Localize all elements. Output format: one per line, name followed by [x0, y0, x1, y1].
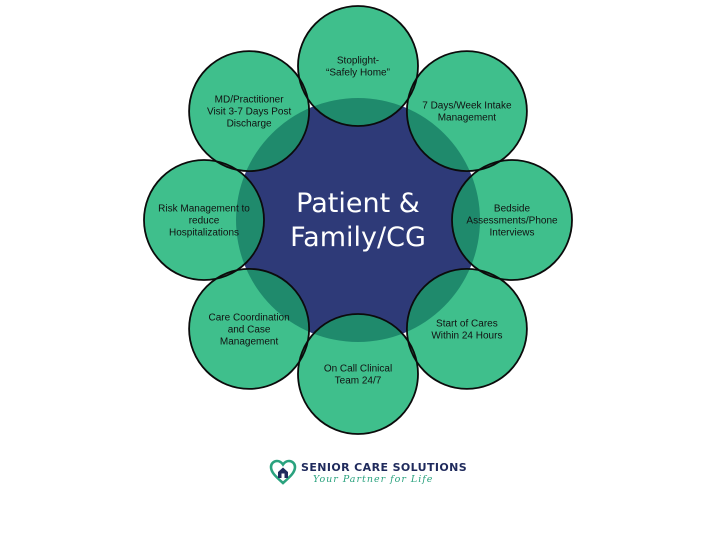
center-circle [236, 98, 480, 342]
heart-house-icon [269, 459, 297, 485]
center-label: Patient &Family/CG [290, 188, 426, 253]
node-outline [143, 159, 265, 281]
node-outline [405, 267, 528, 390]
node-outline [297, 313, 419, 435]
senior-care-solutions-logo: SENIOR CARE SOLUTIONS Your Partner for L… [267, 458, 467, 488]
node-outline [297, 5, 419, 127]
node-circle [144, 160, 264, 280]
logo-tagline: Your Partner for Life [313, 474, 434, 485]
node-label: Stoplight-“Safely Home” [326, 56, 390, 79]
node-outline [405, 50, 528, 173]
node-outline [451, 159, 573, 281]
node-circle [452, 160, 572, 280]
node-circle [298, 6, 418, 126]
care-model-diagram: Stoplight-“Safely Home” 7 Days/Week Intak… [143, 5, 573, 435]
logo-title: SENIOR CARE SOLUTIONS [301, 461, 468, 474]
node-outline [188, 50, 311, 173]
node-circle [298, 314, 418, 434]
node-outline [188, 267, 311, 390]
